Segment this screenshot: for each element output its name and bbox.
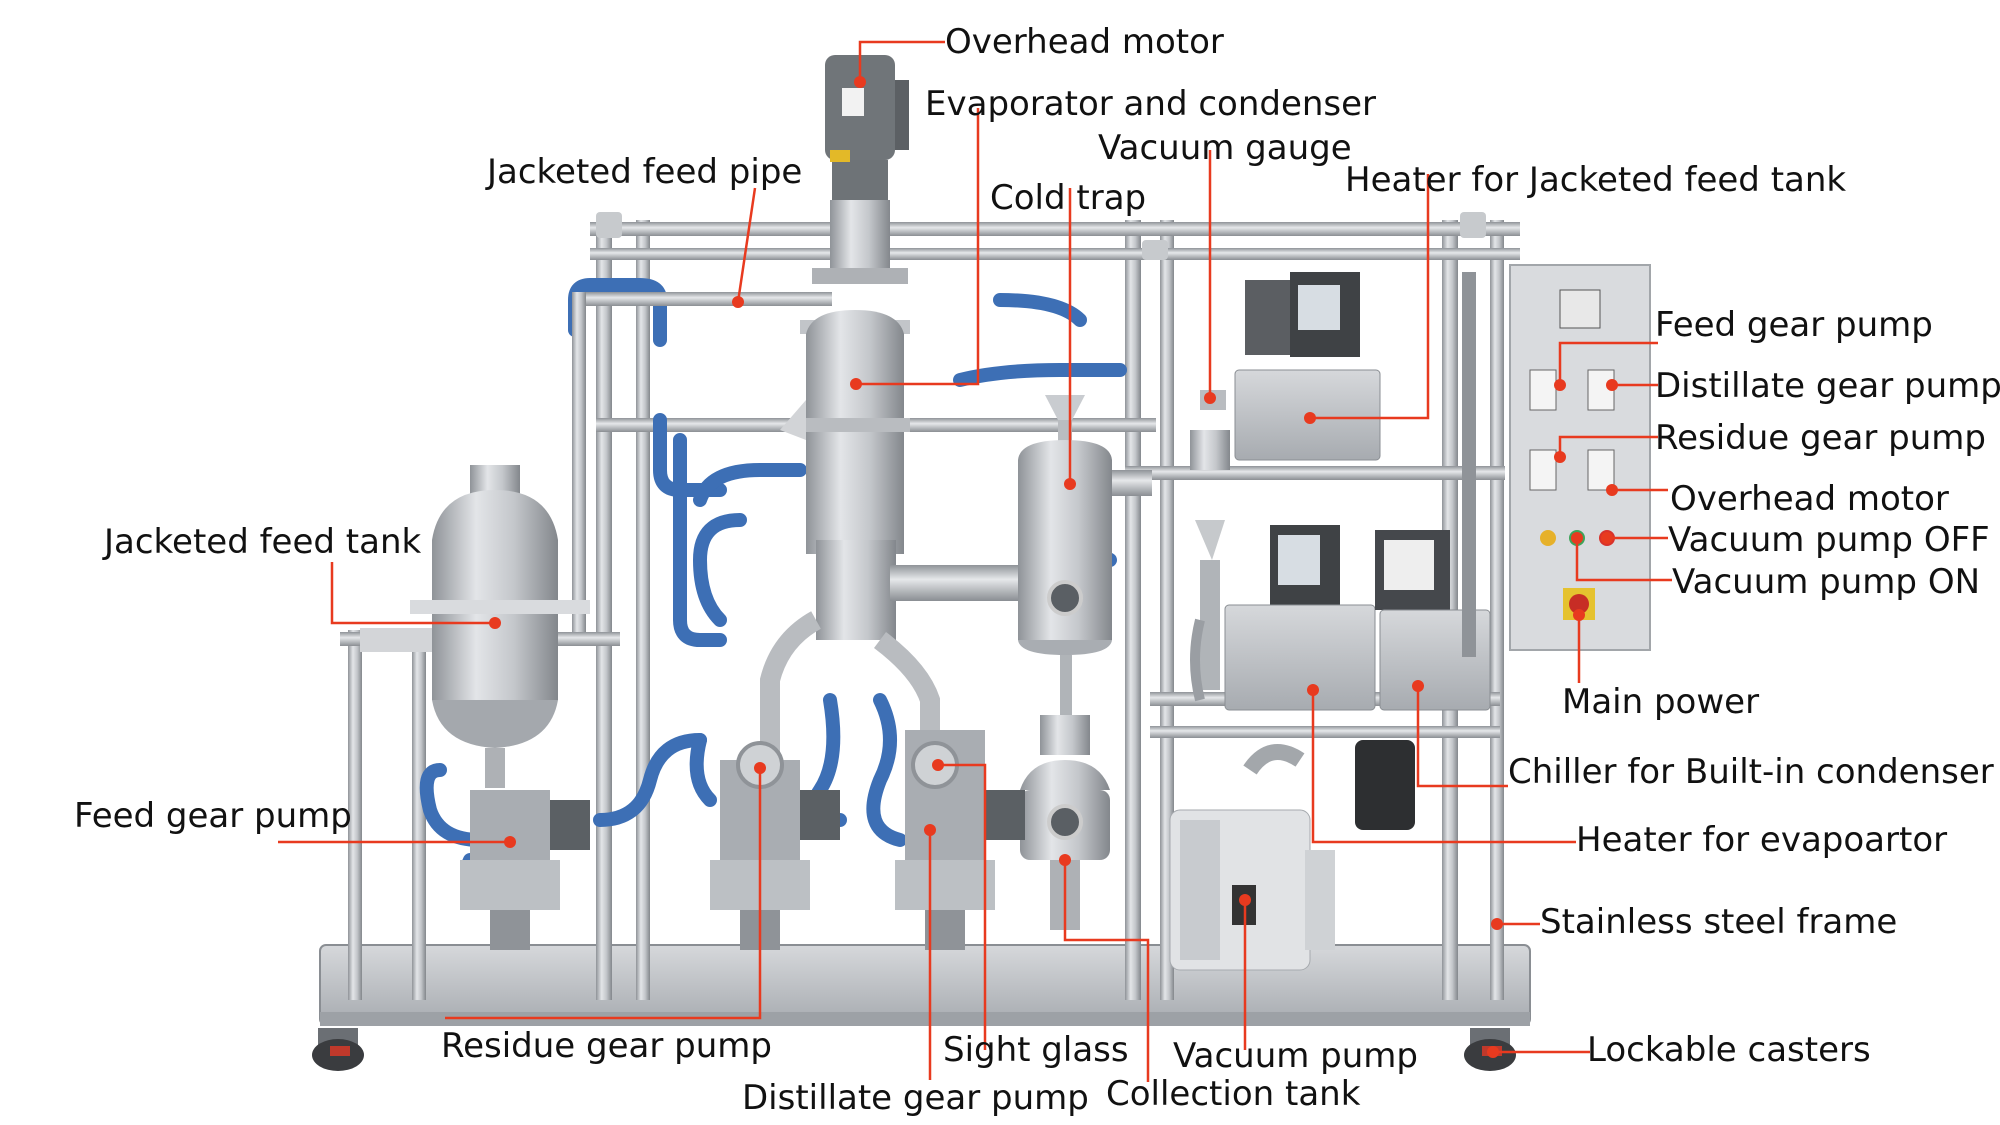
heater-feed-tank-shape [1234,272,1381,461]
label-overhead-motor-top: Overhead motor [945,22,1224,62]
label-heater-feed-tank: Heater for Jacketed feed tank [1345,160,1847,200]
label-vacuum-pump-off: Vacuum pump OFF [1668,520,1990,560]
leader-heater-evaporator [1311,690,1576,844]
caster-left [312,1028,364,1071]
label-jacketed-feed-tank: Jacketed feed tank [104,522,422,562]
label-vacuum-gauge: Vacuum gauge [1098,128,1352,168]
label-feed-gear-pump-left: Feed gear pump [74,796,352,836]
label-residue-gear-pump-bottom: Residue gear pump [441,1026,772,1066]
leader-feed-gear-pump-right [1558,341,1658,385]
label-evaporator-condenser: Evaporator and condenser [925,84,1377,124]
vacuum-pump-shape [1169,740,1415,971]
label-jacketed-feed-pipe: Jacketed feed pipe [487,152,803,192]
leader-heater-feed-tank [1310,174,1430,420]
label-distillate-gear-pump-bottom: Distillate gear pump [742,1078,1089,1118]
label-feed-gear-pump-right: Feed gear pump [1655,305,1933,345]
label-overhead-motor-right: Overhead motor [1670,479,1949,519]
leader-jacketed-feed-tank [330,562,495,625]
overhead-motor-shape [825,55,909,200]
label-heater-evaporator: Heater for evapoartor [1576,820,1948,860]
leader-chiller [1416,686,1508,788]
leader-overhead-motor-top [858,40,945,82]
leader-jacketed-feed-pipe [736,187,757,303]
label-stainless-frame: Stainless steel frame [1540,902,1898,942]
leader-vacuum-pump-on [1575,538,1672,582]
heater-evaporator-shape [1224,525,1376,711]
leader-lines [278,40,1672,1082]
label-vacuum-pump: Vacuum pump [1173,1036,1419,1076]
label-cold-trap: Cold trap [990,178,1147,218]
cold-trap-shape [1018,395,1152,715]
label-vacuum-pump-on: Vacuum pump ON [1672,562,1981,602]
label-collection-tank: Collection tank [1106,1074,1361,1114]
label-residue-gear-pump-right: Residue gear pump [1655,418,1986,458]
label-main-power: Main power [1562,682,1760,722]
leader-collection-tank [1063,860,1150,1082]
vacuum-gauge-shape [1190,390,1230,702]
leader-residue-gear-pump-right [1558,435,1658,457]
label-distillate-gear-pump-right: Distillate gear pump [1655,366,2000,406]
label-sight-glass: Sight glass [943,1030,1129,1070]
leader-evaporator-condenser [856,108,980,386]
label-lockable-casters: Lockable casters [1587,1030,1871,1070]
jacketed-feed-pipe-shape [572,292,832,632]
leader-dots [489,76,1618,1058]
control-cabinet-shape [1462,264,1651,657]
distillate-gear-pump-shape [895,730,1025,950]
base-plate [319,944,1531,1026]
leader-sight-glass [938,763,987,1050]
feed-gear-pump-shape [460,790,590,950]
jacketed-feed-tank-shape [410,465,590,788]
evaporator-condenser-shape [760,200,1030,760]
leader-residue-gear-pump-bottom [445,768,762,1020]
label-chiller: Chiller for Built-in condenser [1508,752,1994,792]
